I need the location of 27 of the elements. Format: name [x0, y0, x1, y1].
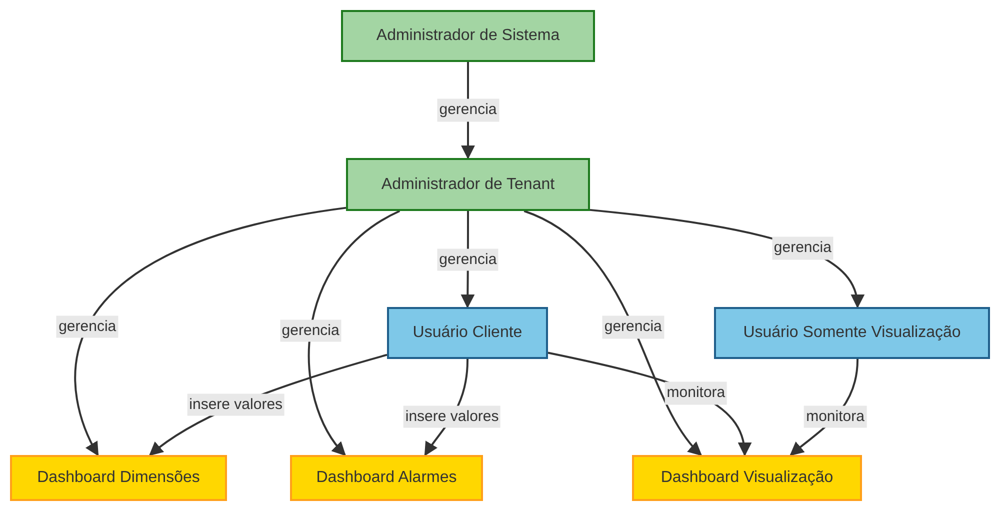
process-box: [10, 455, 227, 501]
node-label: Dashboard Dimensões: [37, 468, 200, 488]
process-box: [387, 307, 548, 359]
process-box: [632, 455, 862, 501]
process-box: [714, 307, 990, 359]
edge-label: gerencia: [602, 316, 664, 338]
node-label: Usuário Cliente: [412, 323, 522, 343]
arrow: [74, 206, 346, 456]
edge-label: insere valores: [403, 406, 501, 428]
process-box: [290, 455, 483, 501]
edge-label: monitora: [664, 382, 728, 405]
edge-label: insere valores: [187, 394, 285, 416]
node-label: Dashboard Visualização: [660, 468, 834, 488]
node-label: Usuário Somente Visualização: [743, 323, 961, 343]
edge-label: gerencia: [437, 248, 499, 271]
edge-label: gerencia: [772, 237, 834, 260]
edge-label: gerencia: [280, 320, 342, 342]
node-label: Administrador de Sistema: [376, 26, 560, 46]
process-box: [346, 158, 590, 211]
process-box: [341, 10, 595, 62]
edge-label: monitora: [804, 406, 866, 428]
edge-label: gerencia: [437, 98, 499, 122]
node-label: Administrador de Tenant: [381, 174, 555, 194]
edge-label: gerencia: [56, 315, 118, 338]
arrow: [524, 210, 702, 456]
arrow: [308, 210, 400, 456]
node-label: Dashboard Alarmes: [316, 468, 457, 488]
